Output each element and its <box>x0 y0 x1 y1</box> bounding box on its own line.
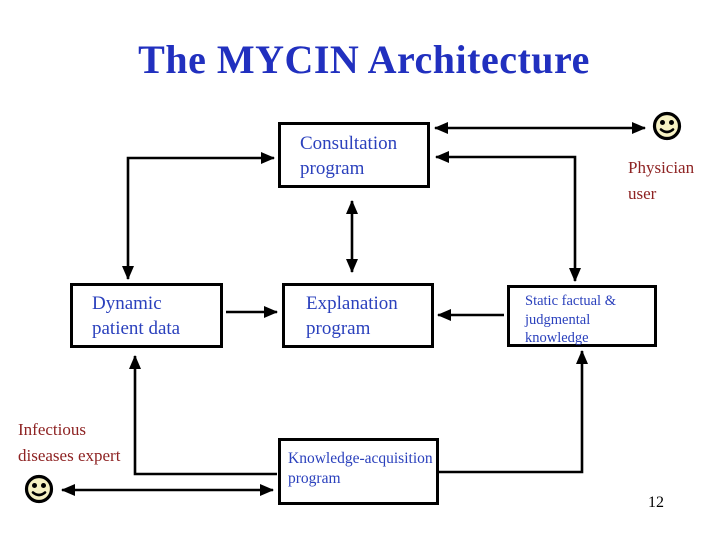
page-title: The MYCIN Architecture <box>138 37 590 82</box>
arrow-acquisition-to-dynamic <box>129 355 277 476</box>
box-static-factual-judgmental-knowledge: Static factual & judgmental knowledge <box>507 285 657 347</box>
label-physician-user: Physician user <box>628 158 695 203</box>
arrow-acquisition-to-static <box>439 350 588 474</box>
box-knowledge-acquisition-program: Knowledge-acquisition program <box>278 438 439 505</box>
page-number: 12 <box>648 494 664 511</box>
arrow-consultation-static-knowledge <box>435 151 581 282</box>
box-dynamic-patient-data: Dynamic patient data <box>70 283 223 348</box>
arrow-consultation-dynamic-data <box>122 152 275 280</box>
box-consultation-program: Consultation program <box>278 122 430 188</box>
label-infectious-diseases-expert: Infectious diseases expert <box>18 420 121 465</box>
physician-user-smiley-face-icon <box>652 111 682 141</box>
infectious-diseases-expert-smiley-face-icon <box>24 474 54 504</box>
box-explanation-program: Explanation program <box>282 283 434 348</box>
